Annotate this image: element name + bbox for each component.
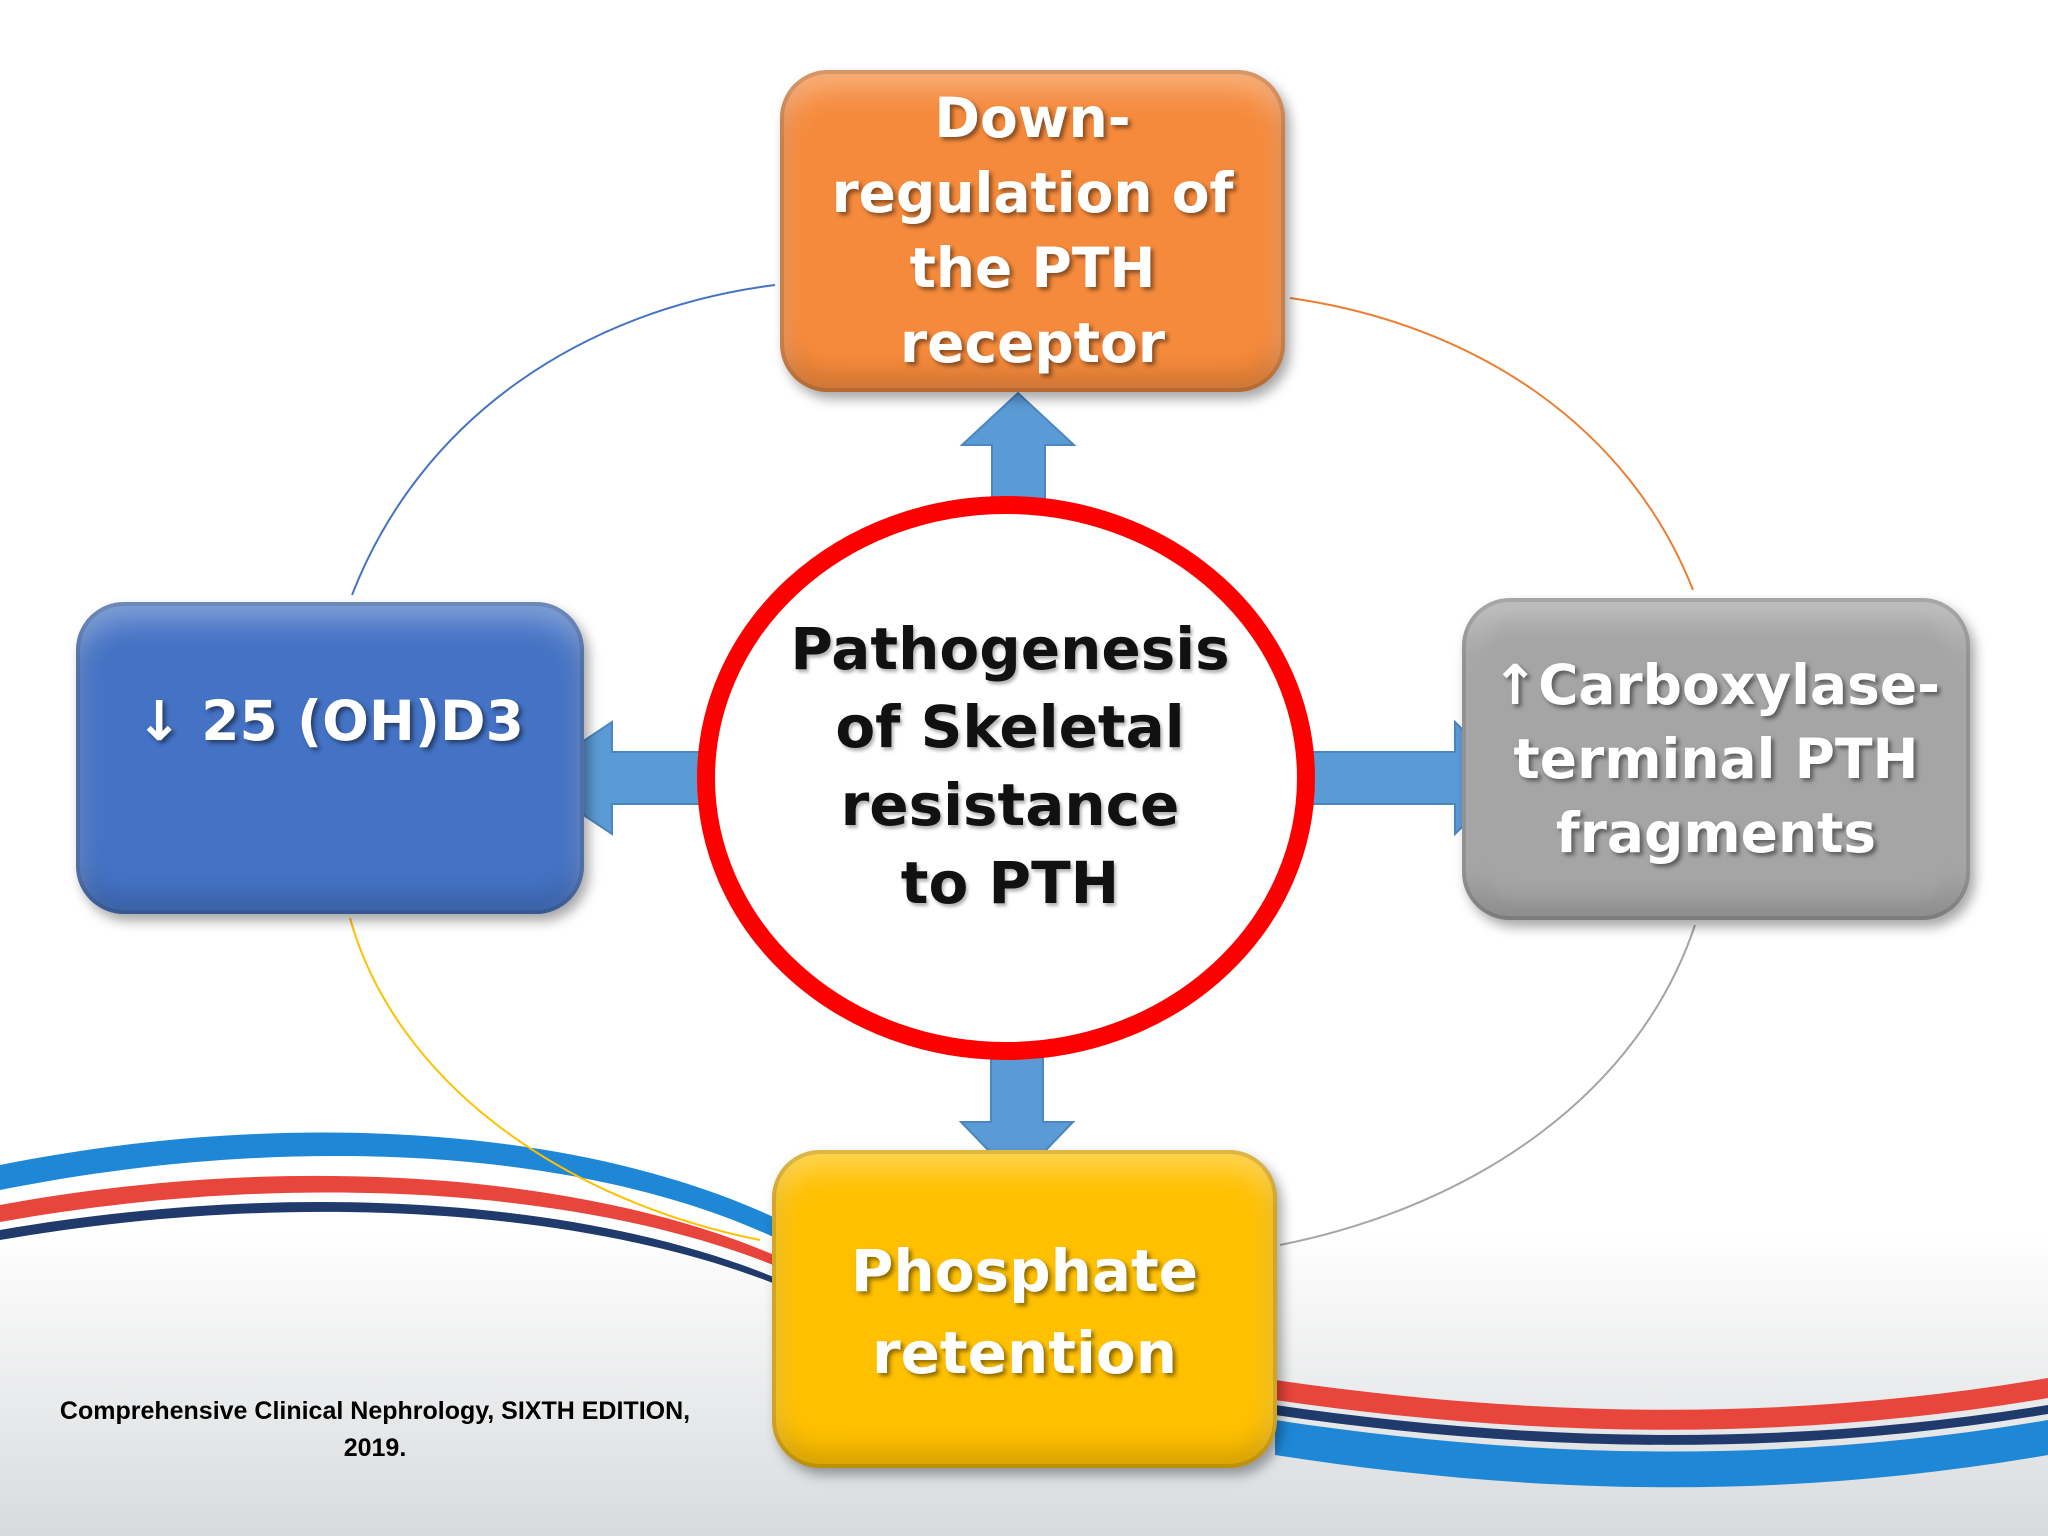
wave-red-lower <box>1275 1378 2048 1430</box>
center-line: to PTH <box>900 849 1120 917</box>
wave-blue-upper <box>0 1132 790 1245</box>
box-line: Down- <box>934 86 1131 150</box>
box-line: the PTH <box>909 236 1156 300</box>
box-line: receptor <box>900 311 1165 375</box>
box-line: Phosphate <box>850 1237 1199 1305</box>
box-line: ↑Carboxylase- <box>1491 653 1940 717</box>
box-line: regulation of <box>831 161 1234 225</box>
box-line: fragments <box>1555 801 1877 865</box>
center-ring <box>697 496 1315 1060</box>
orbit-arc-lower-left <box>349 917 761 1241</box>
box-25-oh-d3: ↓ 25 (OH)D3 <box>76 602 584 914</box>
box-line: retention <box>871 1319 1178 1387</box>
center-line: of Skeletal <box>835 693 1185 761</box>
box-line: ↓ 25 (OH)D3 <box>136 689 524 753</box>
center-line: resistance <box>840 771 1180 839</box>
citation-line: 2019. <box>343 1434 407 1462</box>
wave-blue-lower <box>1275 1420 2048 1488</box>
wave-navy-lower <box>1275 1405 2048 1445</box>
orbit-arc-upper-right <box>1289 297 1694 591</box>
center-label: Pathogenesis of Skeletal resistance to P… <box>720 610 1300 922</box>
citation: Comprehensive Clinical Nephrology, SIXTH… <box>20 1393 730 1467</box>
orbit-arc-lower-right <box>1279 924 1696 1246</box>
box-carboxylase-terminal-pth: ↑Carboxylase- terminal PTH fragments <box>1462 598 1970 920</box>
center-line: Pathogenesis <box>790 615 1230 683</box>
box-line: terminal PTH <box>1513 727 1919 791</box>
orbit-arc-upper-left <box>351 284 776 596</box>
box-pth-receptor-downregulation: Down- regulation of the PTH receptor <box>780 70 1285 392</box>
box-phosphate-retention: Phosphate retention <box>772 1150 1277 1468</box>
citation-line: Comprehensive Clinical Nephrology, SIXTH… <box>59 1397 691 1425</box>
arrow-up <box>959 391 1077 503</box>
